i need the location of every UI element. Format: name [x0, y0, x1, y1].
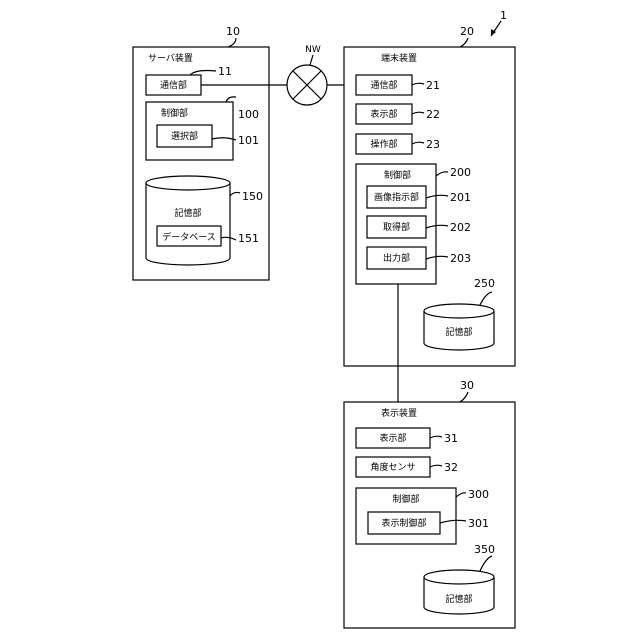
server-storage-label: 記憶部	[174, 207, 201, 219]
terminal-acquire-ref: 202	[450, 221, 471, 234]
server-database-label: データベース	[162, 231, 216, 243]
server-control-label: 制御部	[161, 107, 188, 119]
terminal-device-ref: 20	[460, 25, 474, 38]
terminal-operation-ref: 23	[426, 138, 440, 151]
terminal-comm-ref: 21	[426, 79, 440, 92]
display-device-control-label: 制御部	[392, 493, 419, 505]
terminal-image-instruct-ref: 201	[450, 191, 471, 204]
network-label: NW	[305, 45, 321, 55]
display-control-label: 表示制御部	[381, 517, 426, 529]
server-control-ref: 100	[238, 108, 259, 121]
server-device-ref: 10	[226, 25, 240, 38]
terminal-output-ref: 203	[450, 252, 471, 265]
angle-sensor-ref: 32	[444, 461, 458, 474]
terminal-storage-top	[424, 304, 494, 318]
terminal-storage-ref: 250	[474, 277, 495, 290]
display-device-display-label: 表示部	[379, 432, 406, 444]
server-storage-cylinder	[146, 183, 230, 265]
terminal-display-label: 表示部	[370, 108, 397, 120]
terminal-output-label: 出力部	[383, 252, 410, 264]
display-device-display-ref: 31	[444, 432, 458, 445]
display-device-title: 表示装置	[381, 407, 417, 419]
server-comm-ref: 11	[218, 65, 232, 78]
terminal-display-ref: 22	[426, 108, 440, 121]
terminal-control-ref: 200	[450, 166, 471, 179]
system-ref: 1	[500, 9, 507, 22]
terminal-device-leader	[460, 38, 468, 47]
terminal-storage-label: 記憶部	[445, 326, 472, 338]
server-storage-ref: 150	[242, 190, 263, 203]
network-leader	[310, 55, 313, 65]
server-device-title: サーバ装置	[148, 52, 193, 64]
terminal-operation-label: 操作部	[370, 138, 397, 150]
server-comm-label: 通信部	[160, 79, 187, 91]
display-device-control-ref: 300	[468, 488, 489, 501]
display-device-ref: 30	[460, 379, 474, 392]
terminal-control-label: 制御部	[384, 169, 411, 181]
display-device-leader	[460, 392, 468, 402]
display-control-ref: 301	[468, 517, 489, 530]
server-select-ref: 101	[238, 134, 259, 147]
display-device-storage-label: 記憶部	[445, 593, 472, 605]
server-storage-top	[146, 176, 230, 190]
terminal-image-instruct-label: 画像指示部	[374, 191, 419, 203]
server-database-ref: 151	[238, 232, 259, 245]
server-select-label: 選択部	[171, 130, 198, 142]
terminal-device-title: 端末装置	[381, 52, 417, 64]
server-device-leader	[228, 38, 236, 47]
terminal-acquire-label: 取得部	[383, 221, 410, 233]
display-device-storage-ref: 350	[474, 543, 495, 556]
terminal-comm-label: 通信部	[370, 79, 397, 91]
display-device-storage-top	[424, 570, 494, 584]
angle-sensor-label: 角度センサ	[370, 461, 415, 473]
